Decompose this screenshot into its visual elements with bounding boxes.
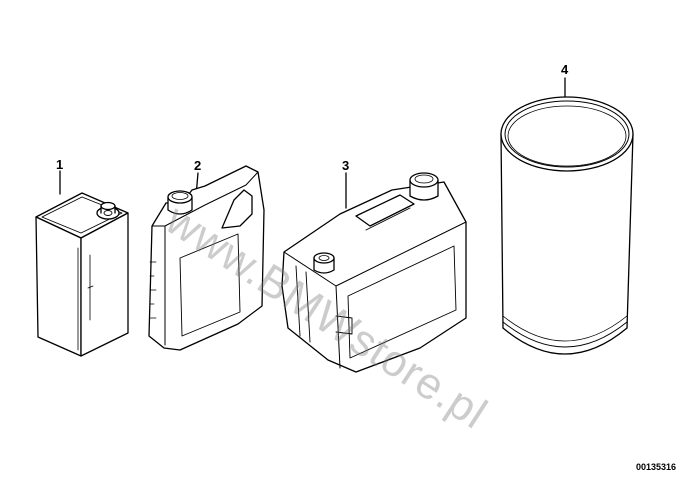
- callout-4: 4: [561, 62, 569, 77]
- part-1-square-tin: [35, 170, 129, 357]
- diagram-id: 00135316: [635, 462, 676, 472]
- callout-1: 1: [56, 157, 64, 172]
- callout-2: 2: [194, 158, 202, 173]
- callout-3: 3: [342, 158, 350, 173]
- part-3-jerry-can: [281, 172, 467, 373]
- part-2-oil-bottle: [148, 165, 265, 351]
- part-4-drum: [500, 77, 634, 355]
